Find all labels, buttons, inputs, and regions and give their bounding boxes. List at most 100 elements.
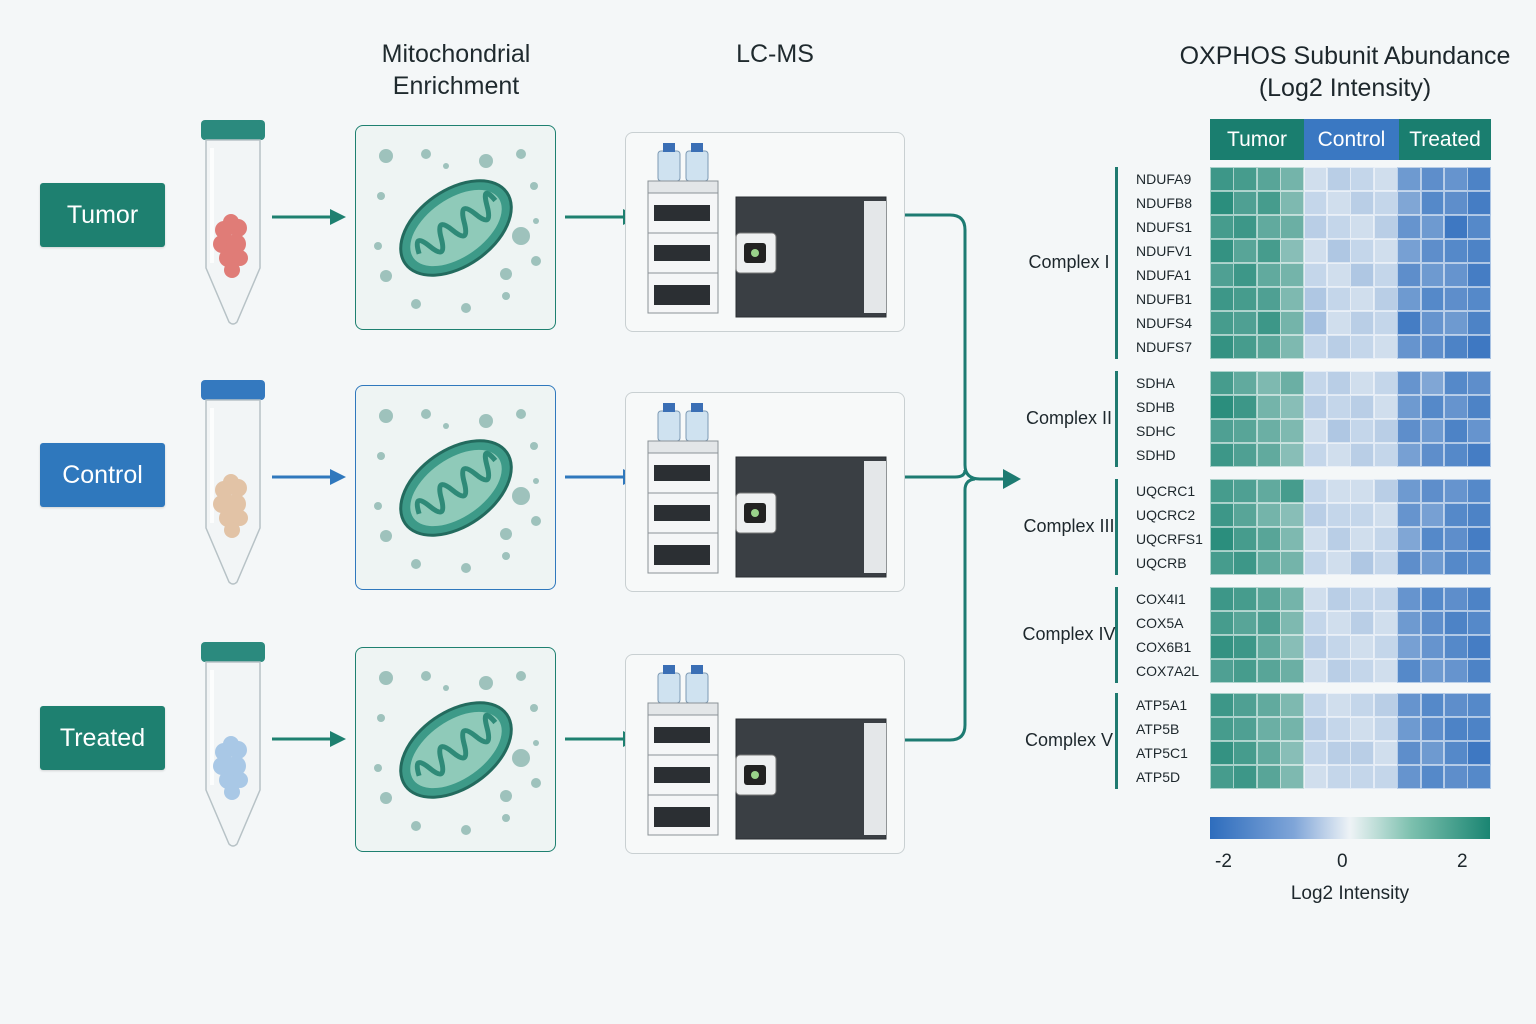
heatmap-cell	[1350, 311, 1375, 335]
heatmap-cell	[1233, 371, 1258, 395]
heatmap-cell	[1256, 239, 1281, 263]
heatmap-cell	[1210, 635, 1234, 659]
heatmap-cell	[1397, 765, 1422, 789]
heatmap-cell	[1467, 527, 1492, 551]
heatmap-cell	[1327, 659, 1351, 683]
heatmap-cell	[1397, 443, 1422, 467]
heatmap-cell	[1420, 551, 1445, 575]
heatmap-cell	[1373, 335, 1398, 359]
heatmap-cell	[1233, 167, 1258, 191]
tube-pellet	[213, 474, 248, 538]
heatmap-cell	[1467, 717, 1492, 741]
heatmap-cell	[1280, 419, 1305, 443]
heatmap-cell	[1397, 419, 1422, 443]
heatmap-cell	[1280, 287, 1305, 311]
heatmap-cell	[1210, 335, 1234, 359]
gene-label: ATP5B	[1136, 721, 1180, 737]
heatmap-cell	[1467, 263, 1492, 287]
heatmap-cell	[1373, 287, 1398, 311]
heatmap-cell	[1444, 371, 1468, 395]
gene-label: COX5A	[1136, 615, 1184, 631]
heatmap-cell	[1420, 693, 1445, 717]
tube-cap	[201, 120, 265, 140]
heatmap-cell	[1210, 287, 1234, 311]
heatmap-cell	[1444, 191, 1468, 215]
heatmap-cell	[1373, 239, 1398, 263]
colorbar-tick-mid: 0	[1337, 851, 1348, 872]
heatmap-cell	[1373, 717, 1398, 741]
heatmap-cell	[1467, 741, 1492, 765]
heatmap-cell	[1280, 693, 1305, 717]
mitochondrial-enrichment-panel	[355, 125, 556, 330]
heatmap-cell	[1420, 659, 1445, 683]
heatmap-cell	[1256, 443, 1281, 467]
heatmap-cell	[1303, 395, 1328, 419]
heatmap-cell	[1327, 527, 1351, 551]
heatmap-cell	[1303, 263, 1328, 287]
gene-label: COX4I1	[1136, 591, 1186, 607]
heatmap-cell	[1420, 371, 1445, 395]
heatmap-cell	[1444, 263, 1468, 287]
heatmap-cell	[1280, 191, 1305, 215]
heatmap-cell	[1233, 503, 1258, 527]
heatmap-cell	[1210, 371, 1234, 395]
heatmap-cell	[1397, 587, 1422, 611]
heatmap-cell	[1233, 239, 1258, 263]
heatmap-cell	[1350, 635, 1375, 659]
group-header-treated: Treated	[1399, 119, 1491, 160]
heatmap-cell	[1350, 419, 1375, 443]
heatmap-cell	[1303, 693, 1328, 717]
gene-label: NDUFV1	[1136, 243, 1193, 259]
heatmap-cell	[1350, 335, 1375, 359]
gene-label: COX6B1	[1136, 639, 1192, 655]
heatmap-cell	[1444, 215, 1468, 239]
heatmap-cell	[1280, 741, 1305, 765]
heatmap-cell	[1420, 167, 1445, 191]
complex-label: Complex I	[1028, 252, 1110, 272]
heatmap-cell	[1327, 287, 1351, 311]
heatmap-cell	[1233, 443, 1258, 467]
complex-label: Complex III	[1023, 516, 1115, 536]
heatmap-cell	[1420, 191, 1445, 215]
heatmap-cell	[1350, 287, 1375, 311]
heatmap-cell	[1373, 635, 1398, 659]
heatmap-cell	[1420, 443, 1445, 467]
heatmap-cell	[1373, 419, 1398, 443]
lc-ms-panel	[625, 654, 905, 854]
gene-label: UQCRC1	[1136, 483, 1196, 499]
heatmap-cell	[1397, 239, 1422, 263]
heatmap-cell	[1233, 419, 1258, 443]
heatmap-cell	[1303, 167, 1328, 191]
heatmap-cell	[1256, 717, 1281, 741]
heatmap-cell	[1350, 765, 1375, 789]
heatmap-cell	[1280, 395, 1305, 419]
gene-label: ATP5D	[1136, 769, 1181, 785]
heatmap-cell	[1303, 527, 1328, 551]
heatmap-cell	[1280, 635, 1305, 659]
heatmap-cell	[1327, 167, 1351, 191]
heatmap-cell	[1467, 443, 1492, 467]
enrichment-title: Mitochondrial Enrichment	[381, 40, 531, 100]
complex-bracket	[1115, 371, 1118, 467]
heatmap-cell	[1373, 191, 1398, 215]
heatmap-cell	[1303, 287, 1328, 311]
heatmap-cell	[1303, 239, 1328, 263]
heatmap-cell	[1397, 551, 1422, 575]
heatmap-cell	[1467, 167, 1492, 191]
heatmap-cell	[1397, 263, 1422, 287]
mitochondrion-icon	[399, 701, 513, 799]
heatmap-cell	[1373, 215, 1398, 239]
heatmap-cell	[1350, 717, 1375, 741]
heatmap-cell	[1397, 167, 1422, 191]
lc-ms-instrument-icon	[647, 403, 887, 578]
heatmap-cell	[1327, 587, 1351, 611]
heatmap-cell	[1280, 443, 1305, 467]
heatmap-cell	[1420, 765, 1445, 789]
heatmap-cell	[1467, 215, 1492, 239]
heatmap-cell	[1303, 659, 1328, 683]
heatmap-cell	[1467, 287, 1492, 311]
heatmap-cell	[1397, 479, 1422, 503]
heatmap-cell	[1210, 395, 1234, 419]
arrow-right-icon	[272, 731, 346, 747]
heatmap-cell	[1444, 479, 1468, 503]
